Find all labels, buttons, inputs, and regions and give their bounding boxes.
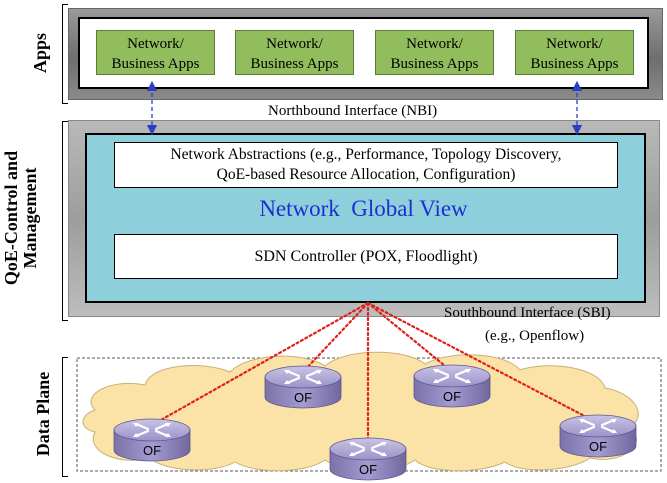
data-bracket bbox=[62, 357, 68, 477]
router-3-label: OF bbox=[443, 389, 461, 404]
link-to-router-4 bbox=[366, 301, 452, 372]
app-box-line2: Business Apps bbox=[111, 56, 200, 72]
abstractions-line2: QoE-based Resource Allocation, Configura… bbox=[216, 166, 516, 183]
link-to-router-2 bbox=[301, 301, 370, 374]
app-box-3: Network/ Business Apps bbox=[375, 30, 494, 75]
sdn-controller-box: SDN Controller (POX, Floodlight) bbox=[114, 234, 618, 279]
app-box-line1: Network/ bbox=[266, 36, 323, 52]
router-2-label: OF bbox=[294, 390, 312, 405]
router-4-label: OF bbox=[359, 462, 377, 477]
apps-bracket bbox=[62, 4, 68, 104]
app-box-4: Network/ Business Apps bbox=[515, 30, 634, 75]
router-1-label: OF bbox=[143, 443, 161, 458]
network-global-view-title: Network Global View bbox=[259, 196, 468, 221]
link-to-router-1 bbox=[150, 301, 370, 427]
data-plane-cloud bbox=[82, 351, 639, 472]
network-abstractions-box: Network Abstractions (e.g., Performance,… bbox=[114, 142, 618, 188]
control-bracket bbox=[62, 121, 68, 321]
app-box-line1: Network/ bbox=[127, 36, 184, 52]
app-box-1: Network/ Business Apps bbox=[96, 30, 215, 75]
app-box-line2: Business Apps bbox=[390, 56, 479, 72]
southbound-interface-example: (e.g., Openflow) bbox=[485, 328, 585, 344]
router-5-label: OF bbox=[589, 439, 607, 454]
link-to-router-5 bbox=[366, 301, 598, 424]
app-box-line2: Business Apps bbox=[530, 56, 619, 72]
app-box-line2: Business Apps bbox=[250, 56, 339, 72]
southbound-interface-label: Southbound Interface (SBI) bbox=[444, 305, 611, 321]
northbound-interface-label: Northbound Interface (NBI) bbox=[268, 103, 438, 119]
abstractions-line1: Network Abstractions (e.g., Performance,… bbox=[170, 146, 562, 163]
app-box-2: Network/ Business Apps bbox=[235, 30, 354, 75]
app-box-line1: Network/ bbox=[406, 36, 463, 52]
app-box-line1: Network/ bbox=[546, 36, 603, 52]
